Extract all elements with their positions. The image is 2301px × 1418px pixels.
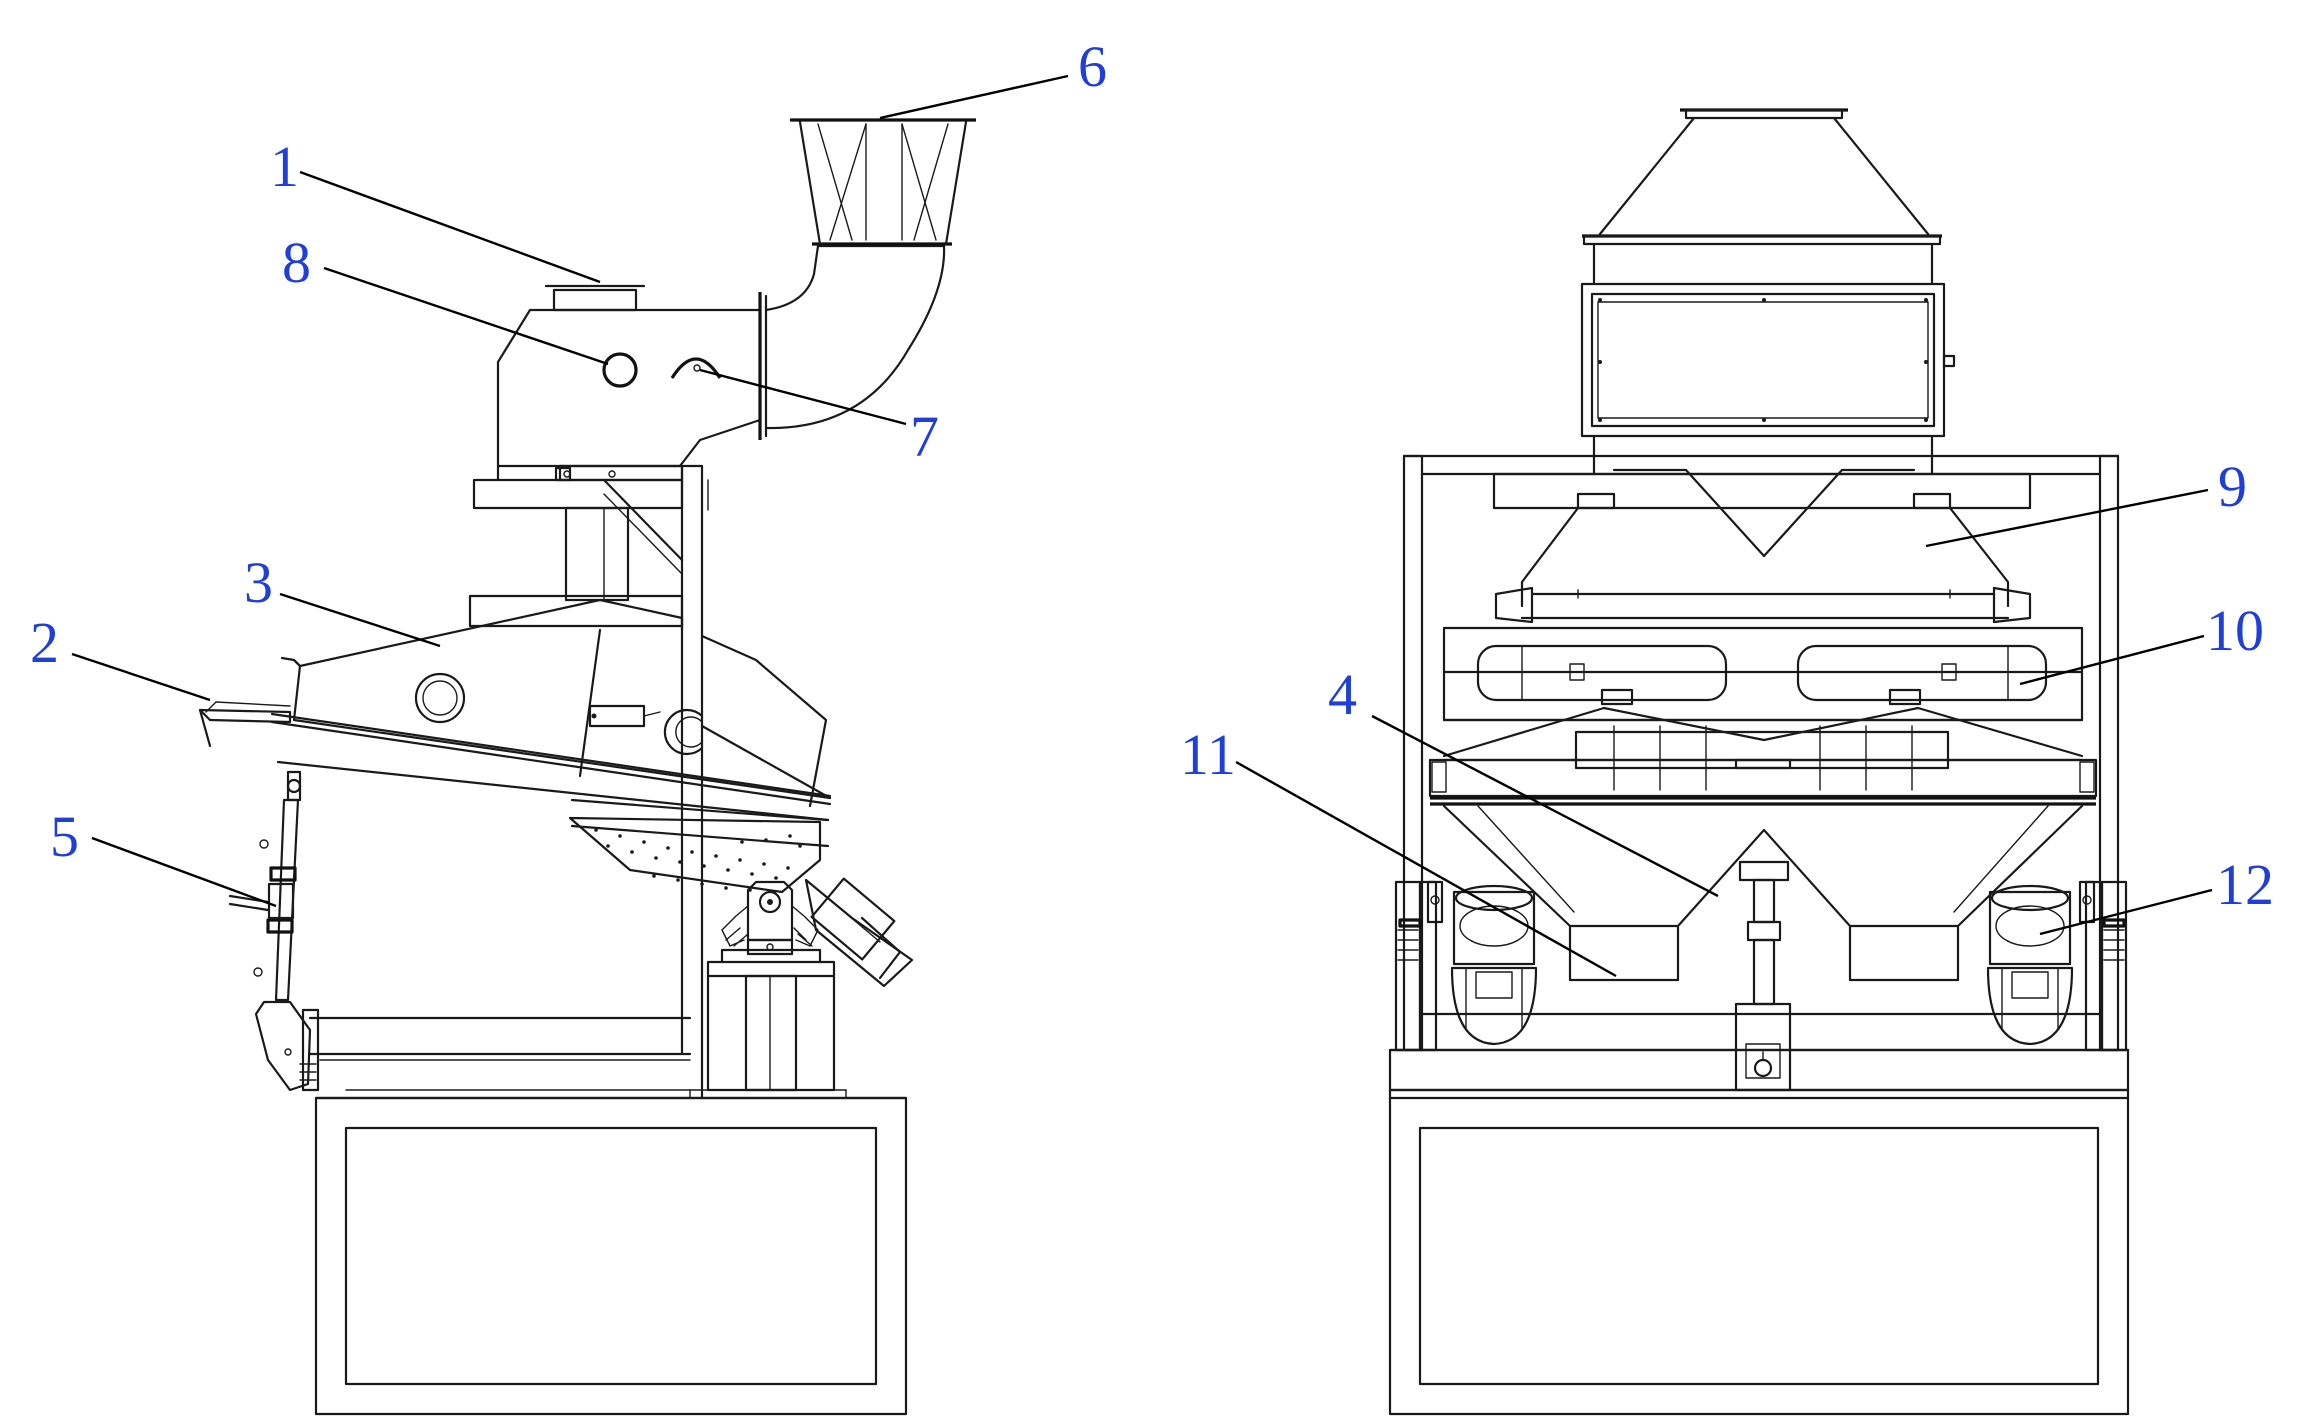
leader-2 bbox=[71, 652, 211, 702]
side-view-adjustment-strut bbox=[228, 770, 317, 1092]
side-view-fan-housing bbox=[496, 284, 768, 482]
front-view-discharge-hoppers bbox=[1442, 804, 2084, 982]
part-number-labels: 1 8 6 7 3 2 5 9 10 4 11 12 bbox=[30, 34, 2274, 917]
side-view bbox=[198, 118, 976, 1416]
label-11: 11 bbox=[1180, 722, 1236, 787]
side-view-frame bbox=[472, 464, 709, 1100]
label-8: 8 bbox=[282, 230, 311, 295]
leader-5 bbox=[91, 836, 277, 908]
front-view-left-motor bbox=[1394, 880, 1538, 1052]
leader-12 bbox=[2039, 888, 2213, 936]
side-view-bottom-rail bbox=[301, 1008, 692, 1092]
label-6: 6 bbox=[1078, 34, 1107, 99]
label-1: 1 bbox=[270, 134, 299, 199]
label-9: 9 bbox=[2218, 454, 2247, 519]
side-view-vibration-motor bbox=[804, 877, 914, 988]
leader-6 bbox=[879, 74, 1069, 120]
label-7: 7 bbox=[910, 404, 939, 469]
front-view-screen-box bbox=[1442, 626, 2084, 722]
leader-11 bbox=[1235, 760, 1617, 978]
label-12: 12 bbox=[2216, 852, 2274, 917]
side-view-eccentric-drive bbox=[721, 880, 819, 956]
front-view-center-pedestal bbox=[1734, 878, 1792, 1092]
side-view-elbow-duct bbox=[764, 118, 976, 430]
front-view-base bbox=[1388, 1088, 2130, 1416]
front-view-right-motor bbox=[1986, 880, 2128, 1052]
leader-1 bbox=[299, 170, 601, 284]
front-view bbox=[1388, 108, 2130, 1416]
leader-10 bbox=[2019, 634, 2205, 686]
side-view-support-column bbox=[706, 948, 836, 1092]
side-view-inlet bbox=[198, 701, 292, 748]
front-view-sieve-frame bbox=[1428, 706, 2098, 806]
label-3: 3 bbox=[244, 550, 273, 615]
label-4: 4 bbox=[1328, 662, 1357, 727]
label-2: 2 bbox=[30, 610, 59, 675]
leader-7 bbox=[699, 368, 907, 426]
side-view-screen-deck bbox=[270, 712, 832, 894]
leader-lines bbox=[71, 74, 2213, 978]
label-10: 10 bbox=[2206, 598, 2264, 663]
label-5: 5 bbox=[50, 804, 79, 869]
leader-9 bbox=[1925, 488, 2209, 548]
side-view-sieve-body bbox=[280, 594, 832, 808]
leader-4 bbox=[1371, 714, 1719, 898]
front-view-aspiration-chamber bbox=[1492, 468, 2032, 624]
leader-8 bbox=[323, 266, 609, 366]
front-view-top-hood bbox=[1580, 108, 1956, 476]
leader-3 bbox=[279, 592, 441, 648]
side-view-base bbox=[314, 1089, 908, 1416]
